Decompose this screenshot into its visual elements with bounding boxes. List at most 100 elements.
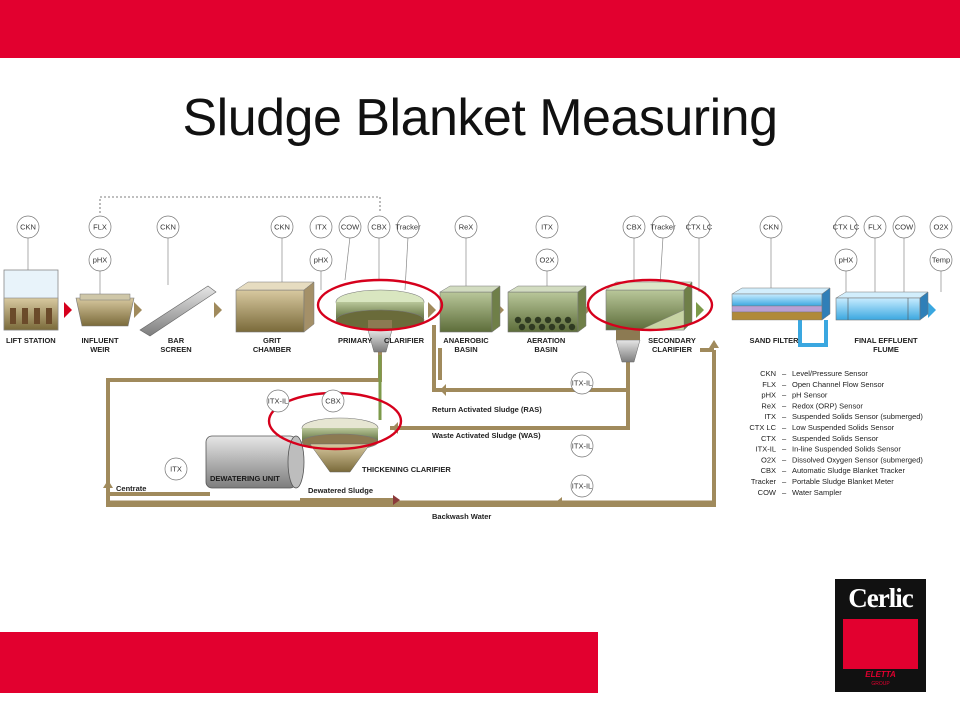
dewatering-unit (205, 435, 305, 489)
legend-dash: – (782, 401, 787, 410)
sensor-bubble: Temp (929, 248, 953, 272)
final-effluent-flume (835, 291, 929, 321)
sensor-bubble: CTX LC (686, 215, 713, 239)
slide-title: Sludge Blanket Measuring (182, 89, 778, 147)
stage-label: SCREEN (160, 345, 191, 354)
svg-text:O2X: O2X (933, 223, 948, 232)
stage-label: SECONDARY (648, 336, 696, 345)
stage-label: FLUME (873, 345, 899, 354)
stage-label: ANAEROBIC (443, 336, 489, 345)
sensor-bubble: COW (892, 215, 916, 239)
legend-description: Redox (ORP) Sensor (792, 401, 863, 410)
legend-code: CBX (761, 466, 776, 475)
sensor-bubble: CKN (270, 215, 294, 239)
legend-dash: – (782, 423, 787, 432)
svg-text:ReX: ReX (459, 223, 474, 232)
legend-dash: – (782, 488, 787, 497)
svg-text:Tracker: Tracker (395, 223, 421, 232)
svg-text:CKN: CKN (160, 223, 176, 232)
legend-description: pH Sensor (792, 391, 828, 400)
svg-text:CBX: CBX (626, 223, 641, 232)
stage-label: DEWATERING UNIT (210, 474, 280, 483)
sensor-bubble: ReX (454, 215, 478, 239)
svg-text:ITX: ITX (170, 465, 182, 474)
legend-dash: – (782, 412, 787, 421)
svg-text:ITX-IL: ITX-IL (268, 397, 288, 406)
legend-description: Open Channel Flow Sensor (792, 380, 885, 389)
sensor-bubble: ITX-IL (570, 434, 594, 458)
svg-text:Temp: Temp (932, 256, 950, 265)
stage-label: GRIT (263, 336, 281, 345)
svg-text:ITX-IL: ITX-IL (572, 442, 592, 451)
backwash-arrow (556, 497, 562, 507)
sensor-bubble: FLX (863, 215, 887, 239)
legend-description: Portable Sludge Blanket Meter (792, 477, 894, 486)
cerlic-logo: Cerlic ELETTA GROUP (835, 579, 926, 692)
legend-description: Suspended Solids Sensor (792, 434, 879, 443)
top-banner (0, 0, 960, 58)
sensor-bubble: pHX (309, 248, 333, 272)
svg-text:ITX: ITX (315, 223, 327, 232)
legend-code: CTX (761, 434, 776, 443)
sensor-bubble: Tracker (650, 215, 676, 239)
sensor-bubble: COW (338, 215, 362, 239)
secondary-return-arrow (709, 340, 719, 348)
legend-code: ITX (764, 412, 776, 421)
stage-label: PRIMARY (338, 336, 372, 345)
centrate-arrow (103, 480, 113, 488)
svg-text:pHX: pHX (839, 256, 854, 265)
legend-code: Tracker (751, 477, 777, 486)
grit-chamber-tank (235, 281, 315, 333)
stage-label: BASIN (454, 345, 477, 354)
svg-text:ITX-IL: ITX-IL (572, 379, 592, 388)
svg-text:ITX-IL: ITX-IL (572, 482, 592, 491)
stage-label: AERATION (527, 336, 566, 345)
logo-wordmark: Cerlic (848, 583, 913, 613)
sensor-bubble: CBX (367, 215, 391, 239)
flow-label: Backwash Water (432, 512, 491, 521)
svg-text:CKN: CKN (274, 223, 290, 232)
legend-dash: – (782, 369, 787, 378)
logo-red-block (843, 619, 918, 669)
bar-screen (139, 285, 217, 337)
legend-code: FLX (762, 380, 776, 389)
process-diagram: CKN FLX pHX CKN CKN ITX pHX COW CBX Trac… (3, 196, 953, 521)
stage-label: CLARIFIER (652, 345, 693, 354)
stage-label: WEIR (90, 345, 110, 354)
legend-dash: – (782, 391, 787, 400)
primary-clarifier-highlight (316, 278, 444, 332)
anaerobic-basin-tank (439, 285, 501, 333)
svg-text:COW: COW (895, 223, 914, 232)
svg-text:CKN: CKN (763, 223, 779, 232)
legend-description: Automatic Sludge Blanket Tracker (792, 466, 905, 475)
stage-label: LIFT STATION (6, 336, 56, 345)
sensor-bubble: ITX-IL (570, 371, 594, 395)
legend-code: CTX LC (749, 423, 776, 432)
sensor-bubble: ITX-IL (266, 389, 290, 413)
dewatered-arrow (393, 495, 400, 505)
legend-description: In-line Suspended Solids Sensor (792, 445, 901, 454)
effluent-pipe (798, 320, 828, 347)
svg-text:pHX: pHX (93, 256, 108, 265)
legend-dash: – (782, 477, 787, 486)
sensor-bubble: O2X (535, 248, 559, 272)
stage-label: SAND FILTER (749, 336, 799, 345)
primary-clarifier-tank (335, 289, 425, 353)
sand-filter-tank (731, 287, 831, 321)
sensor-bubble: CBX (321, 389, 345, 413)
svg-text:CTX LC: CTX LC (833, 223, 860, 232)
sensor-bubble: ITX (164, 457, 188, 481)
sensor-bubble: CKN (156, 215, 180, 239)
legend-description: Water Sampler (792, 488, 842, 497)
lift-station-tank (3, 269, 59, 331)
legend-description: Dissolved Oxygen Sensor (submerged) (792, 455, 923, 464)
legend-dash: – (782, 380, 787, 389)
svg-text:CBX: CBX (371, 223, 386, 232)
sensor-bubble: Tracker (395, 215, 421, 239)
flow-label: Centrate (116, 484, 146, 493)
svg-text:FLX: FLX (868, 223, 882, 232)
stage-label: THICKENING CLARIFIER (362, 465, 451, 474)
sensor-bubble: ITX-IL (570, 474, 594, 498)
legend-dash: – (782, 455, 787, 464)
